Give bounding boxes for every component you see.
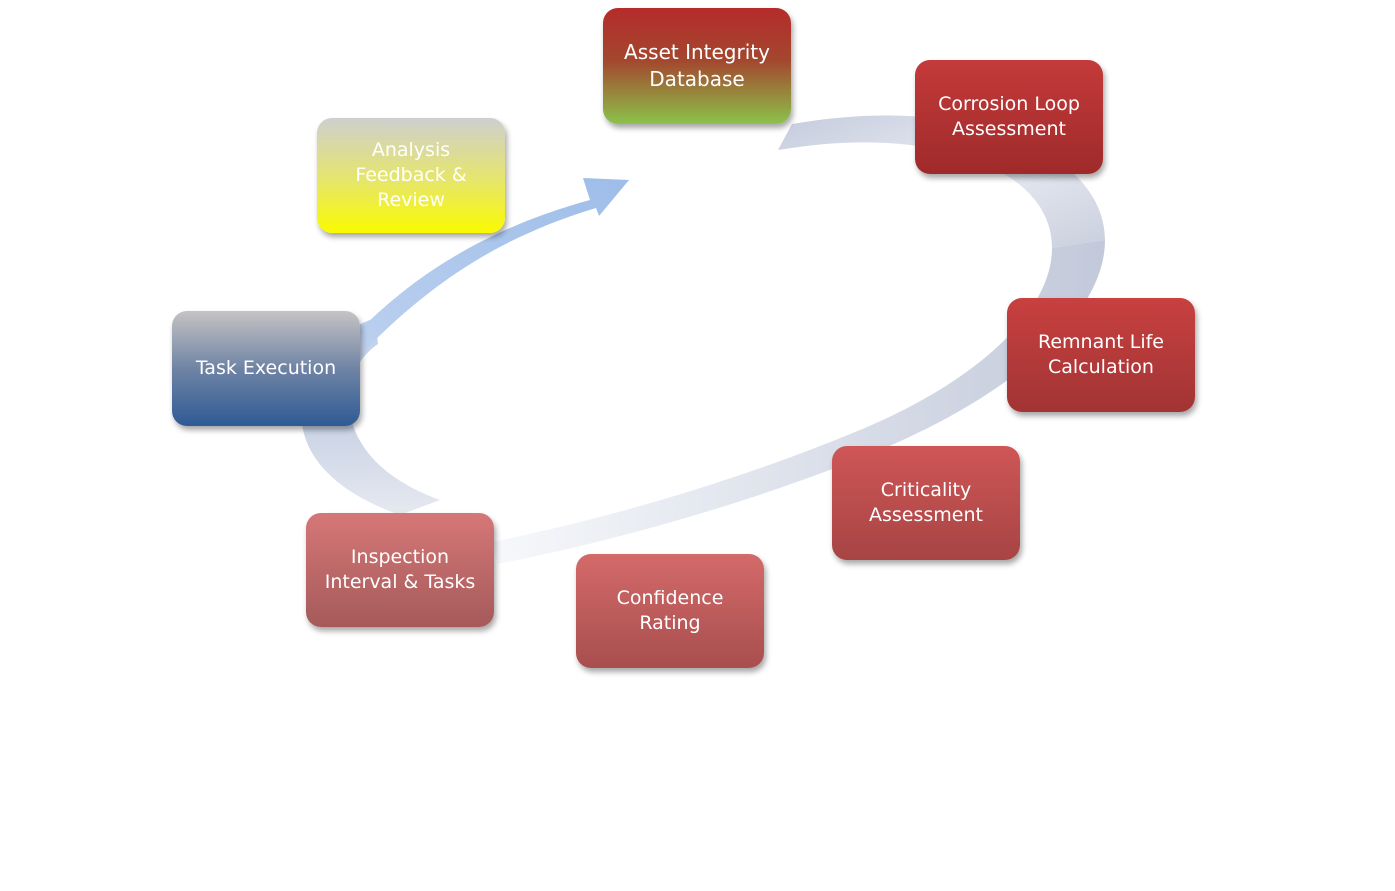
node-task-execution[interactable]: Task Execution (172, 311, 360, 426)
node-inspection-interval-tasks[interactable]: Inspection Interval & Tasks (306, 513, 494, 627)
node-label: Inspection Interval & Tasks (324, 546, 476, 593)
node-label: Asset Integrity Database (624, 40, 770, 91)
node-label: Remnant Life Calculation (1037, 331, 1164, 378)
node-label: Criticality Assessment (869, 479, 983, 526)
node-asset-integrity-database[interactable]: Asset Integrity Database (603, 8, 791, 124)
node-label: Corrosion Loop Assessment (938, 93, 1080, 140)
node-corrosion-loop-assessment[interactable]: Corrosion Loop Assessment (915, 60, 1103, 174)
node-label: Analysis Feedback & Review (355, 139, 467, 211)
node-remnant-life-calculation[interactable]: Remnant Life Calculation (1007, 298, 1195, 412)
node-analysis-feedback-review[interactable]: Analysis Feedback & Review (317, 118, 505, 233)
node-confidence-rating[interactable]: Confidence Rating (576, 554, 764, 668)
arrow-segment-up (360, 178, 629, 350)
node-label: Confidence Rating (616, 587, 724, 634)
node-criticality-assessment[interactable]: Criticality Assessment (832, 446, 1020, 560)
arrow-segment-right (492, 240, 1105, 564)
node-label: Task Execution (195, 357, 337, 379)
